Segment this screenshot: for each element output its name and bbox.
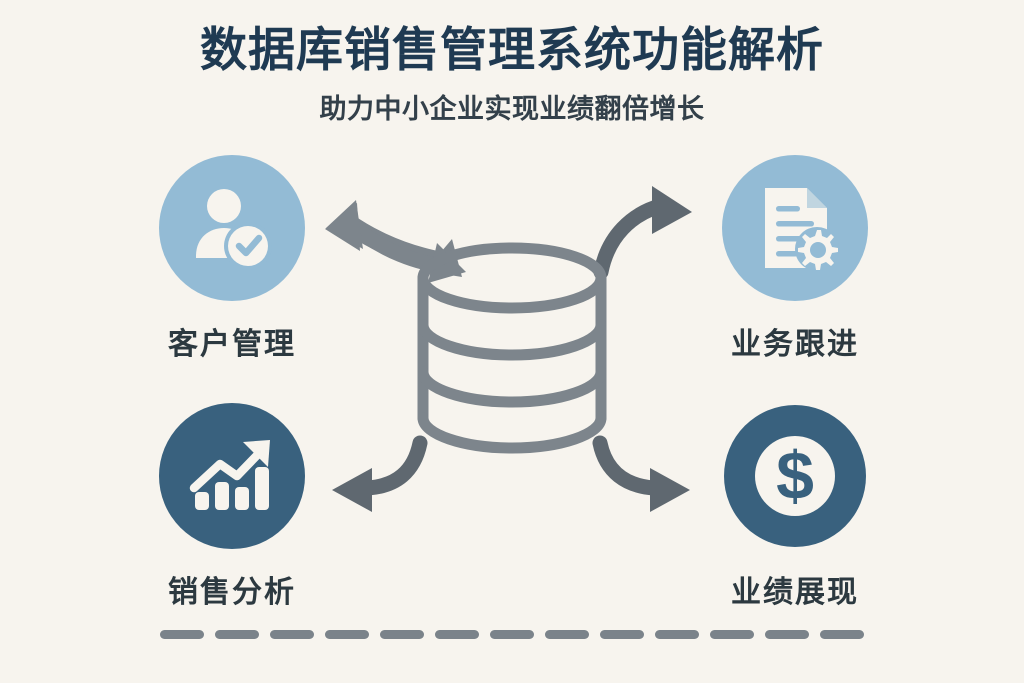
divider-dash bbox=[270, 630, 314, 639]
divider bbox=[160, 630, 864, 640]
node-business-follow-up[interactable]: 业务跟进 bbox=[700, 155, 890, 363]
bar-chart-trend-up-icon bbox=[189, 440, 270, 510]
node-customer-management[interactable]: 客户管理 bbox=[137, 155, 327, 363]
divider-dash bbox=[160, 630, 204, 639]
divider-dash bbox=[710, 630, 754, 639]
customer-management-label: 客户管理 bbox=[168, 328, 296, 361]
performance-display-label: 业绩展现 bbox=[731, 576, 859, 609]
header: 数据库销售管理系统功能解析 助力中小企业实现业绩翻倍增长 bbox=[0, 22, 1024, 126]
divider-dash bbox=[600, 630, 644, 639]
customer-management-circle[interactable] bbox=[159, 155, 305, 301]
sales-analysis-circle[interactable] bbox=[159, 403, 305, 549]
user-check-icon bbox=[196, 189, 272, 270]
dollar-ring-icon: $ bbox=[724, 405, 866, 547]
node-performance-display[interactable]: $ 业绩展现 bbox=[700, 403, 890, 611]
page-subtitle: 助力中小企业实现业绩翻倍增长 bbox=[319, 94, 705, 125]
divider-dash bbox=[765, 630, 809, 639]
svg-text:$: $ bbox=[776, 438, 814, 514]
page-title: 数据库销售管理系统功能解析 bbox=[200, 23, 824, 76]
divider-dash bbox=[490, 630, 534, 639]
sales-analysis-label: 销售分析 bbox=[168, 576, 296, 609]
business-follow-up-circle[interactable] bbox=[722, 155, 868, 301]
divider-dash bbox=[435, 630, 479, 639]
node-sales-analysis[interactable]: 销售分析 bbox=[137, 403, 327, 611]
divider-dash bbox=[215, 630, 259, 639]
divider-dash bbox=[655, 630, 699, 639]
divider-dash bbox=[545, 630, 589, 639]
business-follow-up-label: 业务跟进 bbox=[731, 328, 859, 361]
document-gear-icon bbox=[765, 188, 839, 271]
divider-dash bbox=[325, 630, 369, 639]
database-cylinder-icon bbox=[404, 238, 620, 458]
divider-dash bbox=[820, 630, 864, 639]
performance-display-circle[interactable]: $ bbox=[722, 403, 868, 549]
divider-dash bbox=[380, 630, 424, 639]
